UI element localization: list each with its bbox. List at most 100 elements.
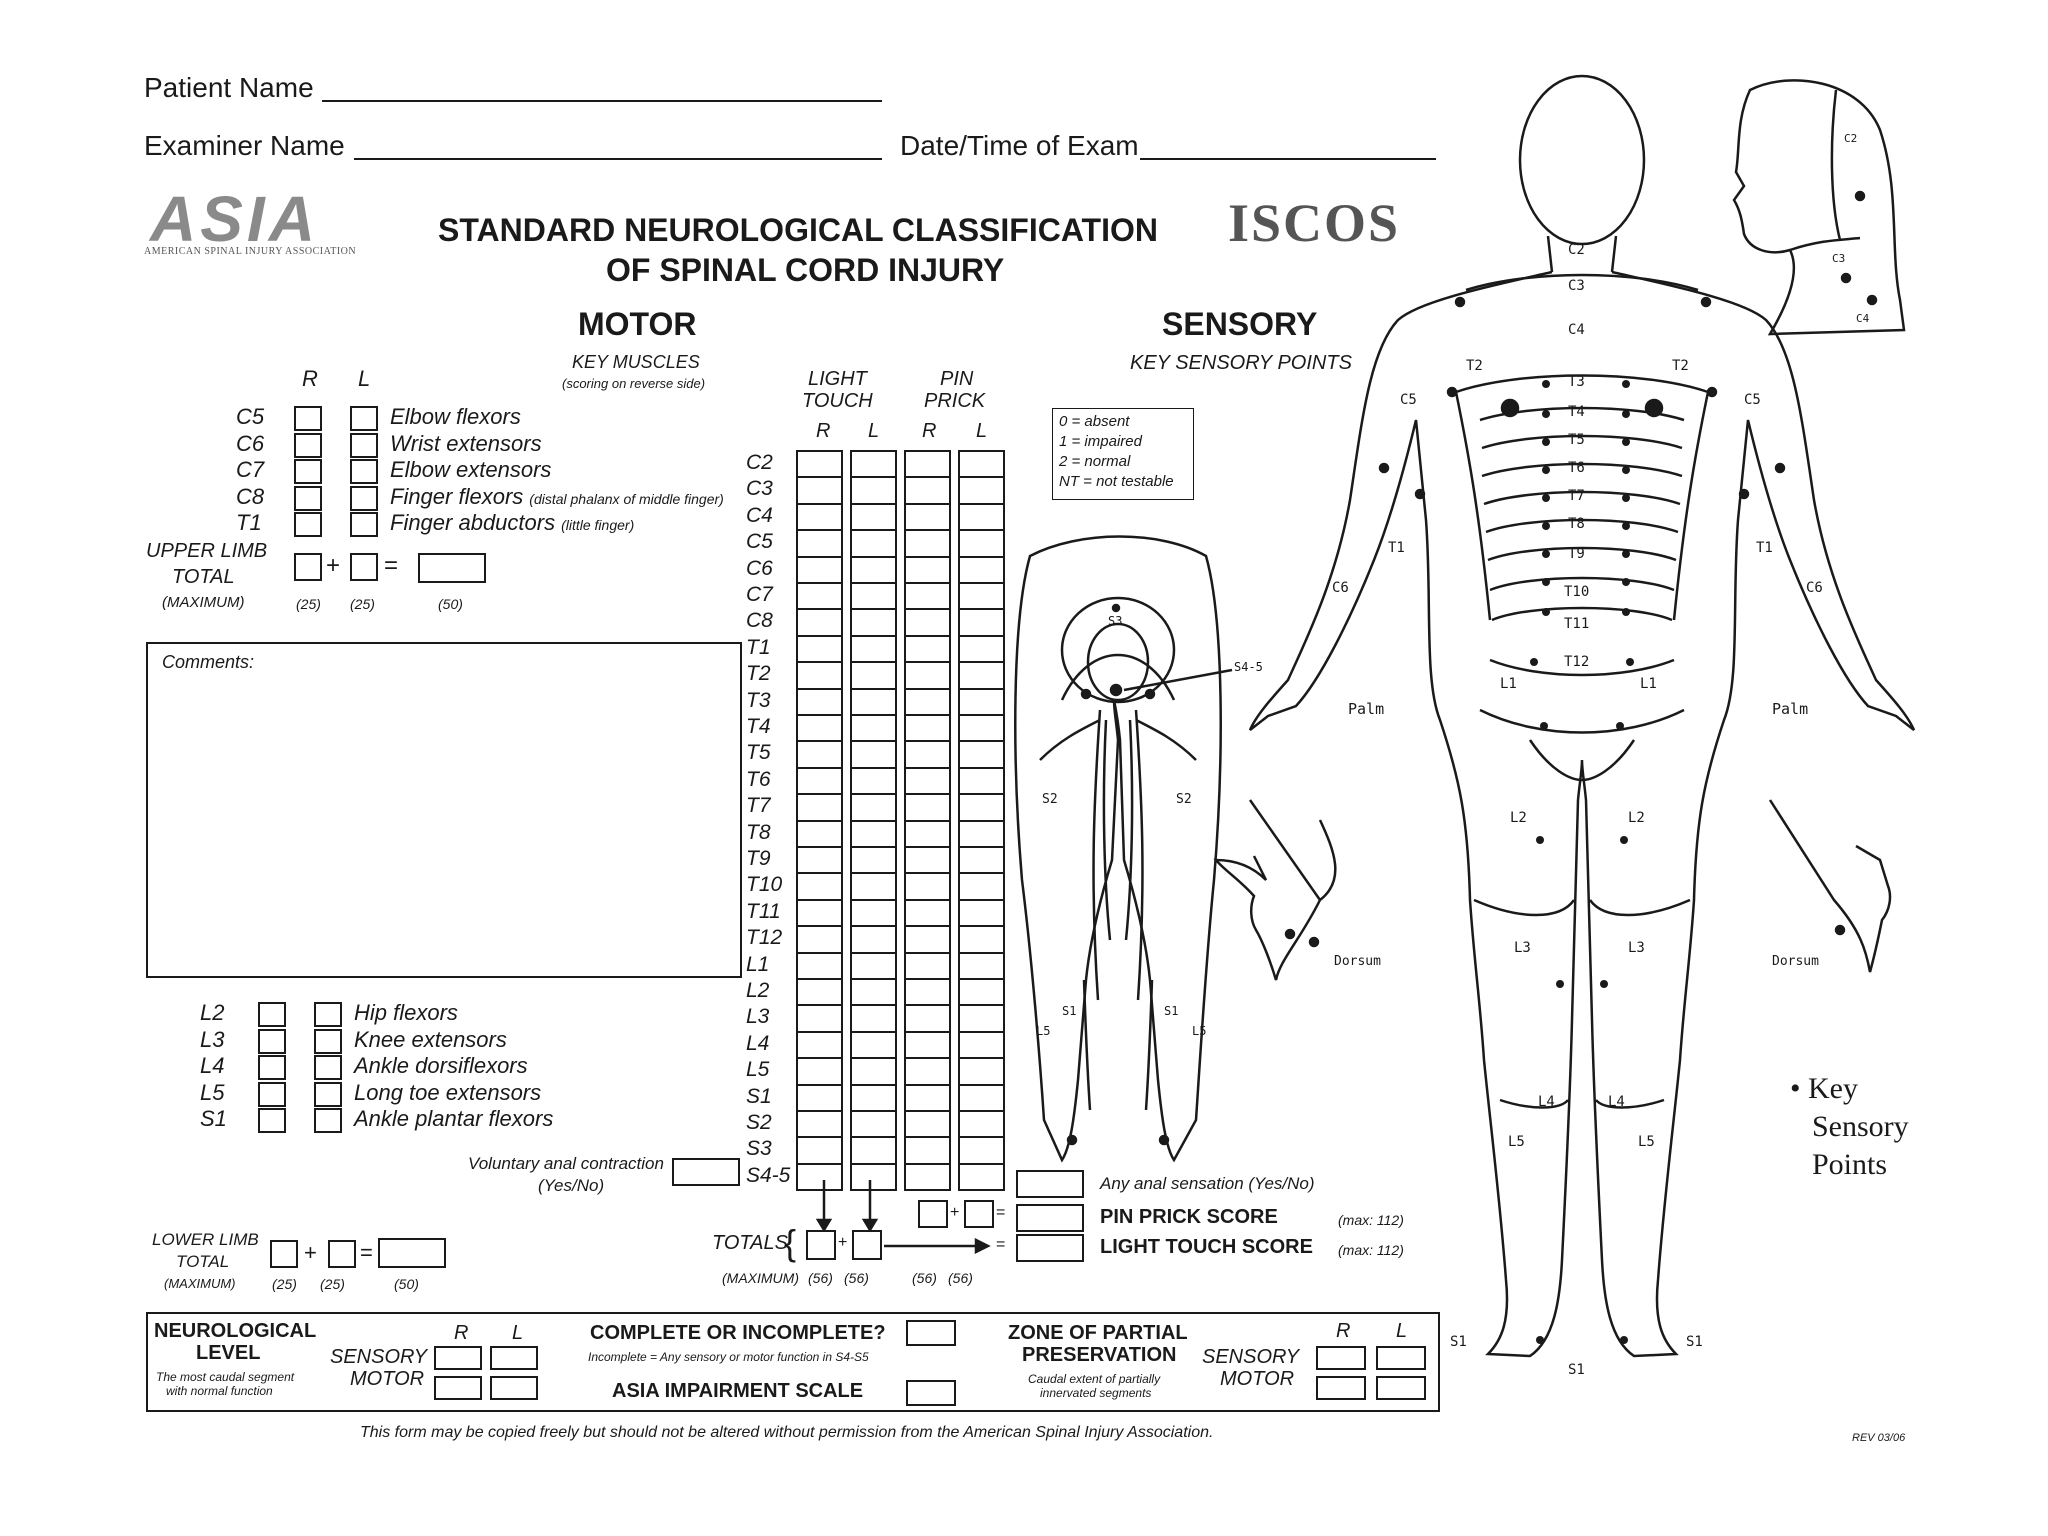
lt-r-cell[interactable]	[796, 766, 843, 796]
pin-prick-score-box[interactable]	[1016, 1204, 1084, 1232]
neuro-motor-r-box[interactable]	[434, 1376, 482, 1400]
lt-r-cell[interactable]	[796, 898, 843, 928]
lt-r-cell[interactable]	[796, 819, 843, 848]
lt-l-cell[interactable]	[850, 951, 897, 980]
any-anal-box[interactable]	[1016, 1170, 1084, 1198]
pp-l-cell[interactable]	[958, 1030, 1005, 1060]
pp-l-cell[interactable]	[958, 1110, 1005, 1139]
lt-r-cell[interactable]	[796, 634, 843, 664]
upper-motor-l-box[interactable]	[350, 432, 378, 458]
pp-l-cell[interactable]	[958, 1162, 1005, 1192]
lower-motor-l-box[interactable]	[314, 1108, 342, 1133]
pp-l-cell[interactable]	[958, 819, 1005, 848]
lt-l-cell[interactable]	[850, 898, 897, 928]
zpp-sensory-l-box[interactable]	[1376, 1346, 1426, 1370]
lower-motor-r-box[interactable]	[258, 1081, 286, 1107]
lower-motor-l-box[interactable]	[314, 1081, 342, 1107]
pp-total-l-box[interactable]	[964, 1200, 994, 1228]
lt-r-cell[interactable]	[796, 476, 843, 505]
pp-l-cell[interactable]	[958, 555, 1005, 584]
pp-r-cell[interactable]	[904, 1162, 951, 1192]
lt-r-cell[interactable]	[796, 740, 843, 769]
upper-motor-l-box[interactable]	[350, 406, 378, 431]
lt-l-cell[interactable]	[850, 1004, 897, 1033]
zpp-sensory-r-box[interactable]	[1316, 1346, 1366, 1370]
lower-motor-r-box[interactable]	[258, 1108, 286, 1133]
lt-total-r-box[interactable]	[806, 1230, 836, 1260]
pp-l-cell[interactable]	[958, 608, 1005, 637]
lt-r-cell[interactable]	[796, 687, 843, 716]
pp-r-cell[interactable]	[904, 766, 951, 796]
comments-box[interactable]	[146, 642, 742, 978]
light-touch-score-box[interactable]	[1016, 1234, 1084, 1262]
pp-r-cell[interactable]	[904, 872, 951, 901]
examiner-name-field[interactable]	[354, 158, 882, 160]
complete-box[interactable]	[906, 1320, 956, 1346]
pp-r-cell[interactable]	[904, 634, 951, 664]
pp-r-cell[interactable]	[904, 1110, 951, 1139]
upper-motor-l-box[interactable]	[350, 512, 378, 537]
lower-motor-r-box[interactable]	[258, 1028, 286, 1054]
upper-motor-r-box[interactable]	[294, 406, 322, 431]
neuro-motor-l-box[interactable]	[490, 1376, 538, 1400]
lt-l-cell[interactable]	[850, 608, 897, 637]
pp-r-cell[interactable]	[904, 819, 951, 848]
pp-r-cell[interactable]	[904, 687, 951, 716]
pp-r-cell[interactable]	[904, 529, 951, 558]
voluntary-anal-box[interactable]	[672, 1158, 740, 1186]
lower-motor-r-box[interactable]	[258, 1002, 286, 1027]
pp-r-cell[interactable]	[904, 661, 951, 690]
pp-total-r-box[interactable]	[918, 1200, 948, 1228]
upper-motor-r-box[interactable]	[294, 432, 322, 458]
pp-l-cell[interactable]	[958, 1004, 1005, 1033]
upper-motor-l-box[interactable]	[350, 459, 378, 484]
lt-r-cell[interactable]	[796, 1004, 843, 1033]
lower-total-sum-box[interactable]	[378, 1238, 446, 1268]
pp-l-cell[interactable]	[958, 450, 1005, 479]
upper-motor-r-box[interactable]	[294, 512, 322, 537]
lt-l-cell[interactable]	[850, 766, 897, 796]
lt-l-cell[interactable]	[850, 555, 897, 584]
lower-motor-l-box[interactable]	[314, 1002, 342, 1027]
pp-r-cell[interactable]	[904, 846, 951, 875]
lt-l-cell[interactable]	[850, 872, 897, 901]
asia-scale-box[interactable]	[906, 1380, 956, 1406]
neuro-sensory-l-box[interactable]	[490, 1346, 538, 1370]
lower-total-r-box[interactable]	[270, 1240, 298, 1268]
upper-total-l-box[interactable]	[350, 553, 378, 581]
pp-r-cell[interactable]	[904, 714, 951, 743]
pp-l-cell[interactable]	[958, 951, 1005, 980]
pp-l-cell[interactable]	[958, 661, 1005, 690]
lower-total-l-box[interactable]	[328, 1240, 356, 1268]
lt-l-cell[interactable]	[850, 1110, 897, 1139]
neuro-sensory-r-box[interactable]	[434, 1346, 482, 1370]
lt-r-cell[interactable]	[796, 793, 843, 822]
date-time-field[interactable]	[1140, 158, 1436, 160]
zpp-motor-r-box[interactable]	[1316, 1376, 1366, 1400]
upper-motor-l-box[interactable]	[350, 485, 378, 511]
lower-motor-l-box[interactable]	[314, 1028, 342, 1054]
lt-r-cell[interactable]	[796, 951, 843, 980]
lt-l-cell[interactable]	[850, 1083, 897, 1112]
lower-motor-r-box[interactable]	[258, 1055, 286, 1080]
pp-l-cell[interactable]	[958, 529, 1005, 558]
pp-r-cell[interactable]	[904, 582, 951, 611]
upper-motor-r-box[interactable]	[294, 459, 322, 484]
lt-l-cell[interactable]	[850, 661, 897, 690]
upper-total-r-box[interactable]	[294, 553, 322, 581]
lt-l-cell[interactable]	[850, 1162, 897, 1192]
lt-l-cell[interactable]	[850, 634, 897, 664]
pp-l-cell[interactable]	[958, 1136, 1005, 1165]
lower-motor-l-box[interactable]	[314, 1055, 342, 1080]
upper-total-sum-box[interactable]	[418, 553, 486, 583]
upper-motor-r-box[interactable]	[294, 485, 322, 511]
lt-r-cell[interactable]	[796, 529, 843, 558]
pp-r-cell[interactable]	[904, 978, 951, 1007]
lt-r-cell[interactable]	[796, 1162, 843, 1192]
pp-r-cell[interactable]	[904, 951, 951, 980]
patient-name-field[interactable]	[322, 100, 882, 102]
pp-l-cell[interactable]	[958, 740, 1005, 769]
lt-total-l-box[interactable]	[852, 1230, 882, 1260]
zpp-motor-l-box[interactable]	[1376, 1376, 1426, 1400]
lt-l-cell[interactable]	[850, 1030, 897, 1060]
